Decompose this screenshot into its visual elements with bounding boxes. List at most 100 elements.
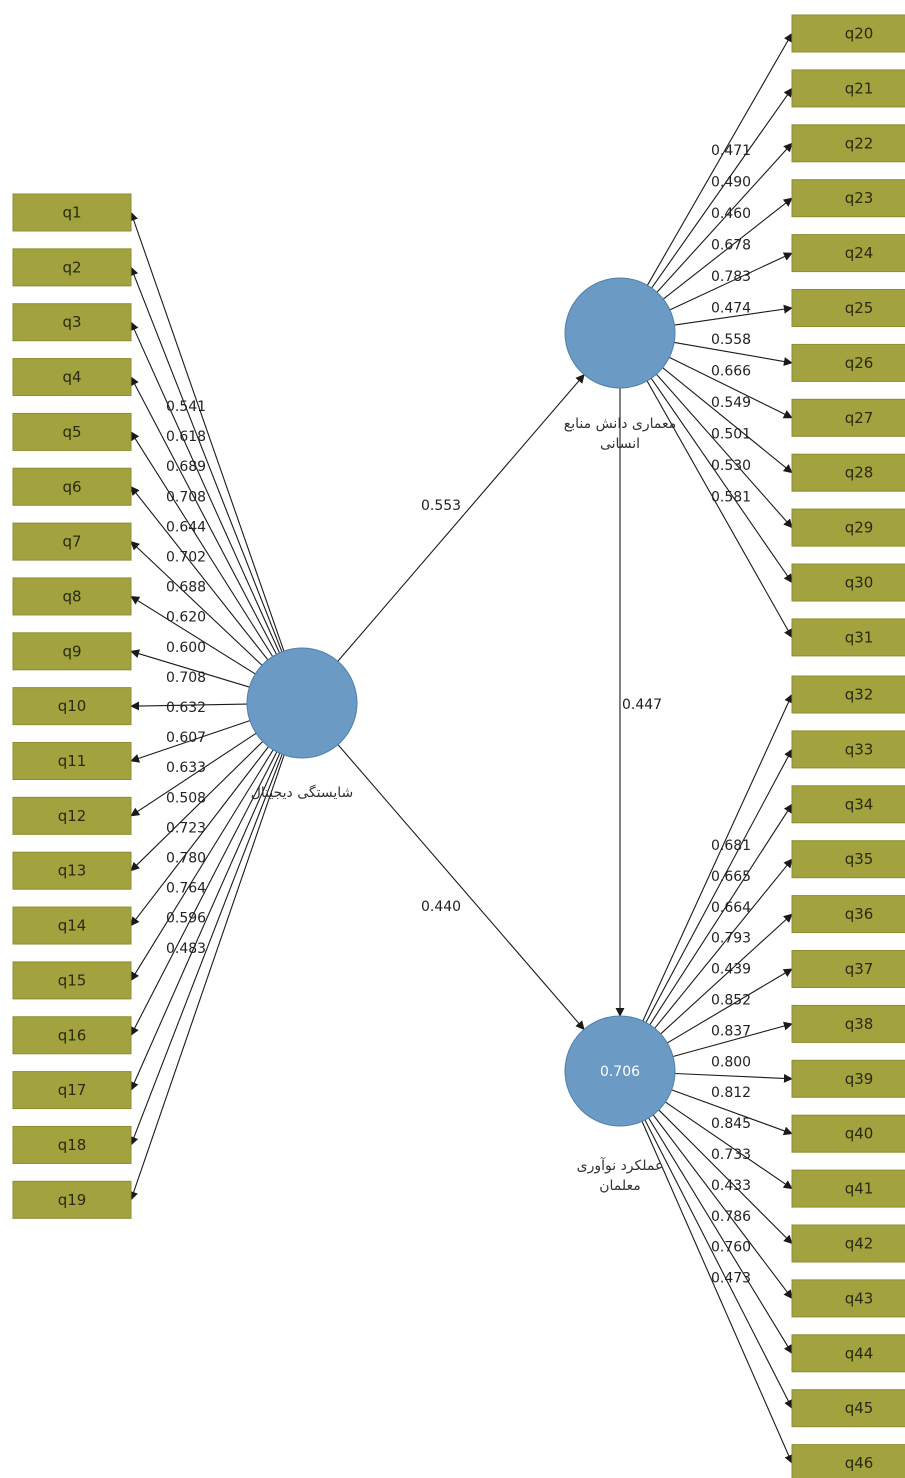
indicator-box-q22 xyxy=(791,124,905,163)
loading-arrow-q17 xyxy=(130,753,281,1091)
latent-label-tip-line1: عملکرد نوآوری xyxy=(577,1157,664,1174)
loading-arrow-q21 xyxy=(651,87,793,289)
loading-value-q20: 0.471 xyxy=(711,143,751,159)
indicator-label-q35: q35 xyxy=(845,850,874,868)
indicator-label-q5: q5 xyxy=(62,423,81,441)
loading-arrow-q8 xyxy=(130,595,256,675)
indicator-label-q29: q29 xyxy=(845,519,874,537)
loading-arrow-q20 xyxy=(646,32,793,286)
indicator-box-q5 xyxy=(12,412,132,451)
loading-value-q30: 0.530 xyxy=(711,458,751,474)
indicator-box-q26 xyxy=(791,343,905,382)
loading-value-q21: 0.490 xyxy=(711,175,751,191)
loading-arrow-q19 xyxy=(129,754,285,1201)
indicator-label-q36: q36 xyxy=(845,905,874,923)
loading-arrow-q7 xyxy=(130,540,263,666)
loading-arrow-q43 xyxy=(652,1114,793,1300)
loading-arrow-q39 xyxy=(674,1072,793,1083)
indicator-box-q38 xyxy=(791,1004,905,1043)
indicator-label-q11: q11 xyxy=(58,752,87,770)
indicator-box-q34 xyxy=(791,785,905,824)
indicator-box-q35 xyxy=(791,840,905,879)
loading-arrow-q44 xyxy=(648,1117,793,1355)
loading-value-q18: 0.596 xyxy=(166,911,206,927)
indicator-label-q12: q12 xyxy=(58,807,87,825)
loading-value-q17: 0.764 xyxy=(166,881,206,897)
indicator-label-q18: q18 xyxy=(58,1136,87,1154)
indicator-label-q38: q38 xyxy=(845,1015,874,1033)
indicator-box-q17 xyxy=(12,1071,132,1110)
loading-value-q3: 0.689 xyxy=(166,459,206,475)
loading-arrow-q11 xyxy=(130,720,251,763)
loading-arrow-q35 xyxy=(654,858,793,1029)
loading-value-q41: 0.845 xyxy=(711,1116,751,1132)
latent-circle-dc xyxy=(246,647,358,759)
loading-arrow-q9 xyxy=(130,649,250,688)
loading-arrow-q24 xyxy=(669,252,793,311)
loading-arrow-q27 xyxy=(669,356,793,419)
loading-value-q43: 0.433 xyxy=(711,1178,751,1194)
loading-arrow-q30 xyxy=(650,377,793,584)
loading-arrow-q10 xyxy=(130,701,248,711)
indicator-box-q4 xyxy=(12,358,132,397)
indicator-label-q21: q21 xyxy=(845,79,874,97)
indicator-label-q37: q37 xyxy=(845,960,874,978)
indicator-label-q42: q42 xyxy=(845,1235,874,1253)
indicator-label-q43: q43 xyxy=(845,1289,874,1307)
indicator-box-q8 xyxy=(12,577,132,616)
loading-arrow-q45 xyxy=(644,1119,793,1410)
loading-value-q8: 0.620 xyxy=(166,610,206,626)
loading-value-q37: 0.852 xyxy=(711,993,751,1009)
indicator-label-q31: q31 xyxy=(845,628,874,646)
indicator-box-q30 xyxy=(791,563,905,602)
loading-arrow-q13 xyxy=(130,741,264,872)
loading-arrow-q16 xyxy=(130,751,278,1037)
indicator-label-q44: q44 xyxy=(845,1344,874,1362)
indicator-box-q21 xyxy=(791,69,905,108)
loading-arrow-q37 xyxy=(667,968,793,1044)
indicator-box-q24 xyxy=(791,234,905,273)
loading-arrow-q1 xyxy=(129,211,285,652)
indicator-label-q15: q15 xyxy=(58,971,87,989)
loading-value-q14: 0.508 xyxy=(166,790,206,806)
loading-arrow-q22 xyxy=(656,142,793,293)
indicator-box-q44 xyxy=(791,1334,905,1373)
path-coef-dc-tip: 0.440 xyxy=(421,899,461,915)
loading-value-q22: 0.460 xyxy=(711,206,751,222)
indicator-box-q14 xyxy=(12,906,132,945)
indicator-label-q8: q8 xyxy=(62,587,81,605)
indicator-box-q11 xyxy=(12,742,132,780)
path-coef-hr-tip: 0.447 xyxy=(622,697,662,713)
indicator-box-q16 xyxy=(12,1016,132,1055)
indicator-label-q16: q16 xyxy=(58,1026,87,1044)
indicator-label-q32: q32 xyxy=(845,686,874,704)
indicator-label-q45: q45 xyxy=(845,1399,874,1417)
loading-value-q27: 0.666 xyxy=(711,364,751,380)
indicator-label-q39: q39 xyxy=(845,1070,874,1088)
latent-circle-hr xyxy=(564,277,676,389)
loading-arrow-q38 xyxy=(672,1021,793,1058)
loading-arrow-q23 xyxy=(662,197,793,300)
indicator-box-q40 xyxy=(791,1114,905,1153)
indicator-box-q19 xyxy=(12,1180,132,1219)
loading-value-q38: 0.837 xyxy=(711,1023,751,1039)
loading-arrow-q15 xyxy=(130,749,274,982)
r-squared-tip: 0.706 xyxy=(600,1064,640,1080)
indicator-label-q14: q14 xyxy=(58,917,87,935)
loading-value-q23: 0.678 xyxy=(711,238,751,254)
loading-value-q1: 0.541 xyxy=(166,399,206,415)
indicator-label-q27: q27 xyxy=(845,409,874,427)
loading-value-q31: 0.581 xyxy=(711,490,751,506)
loading-arrow-q14 xyxy=(130,746,269,927)
indicator-box-q10 xyxy=(12,687,132,726)
loading-arrow-q18 xyxy=(129,754,283,1146)
indicator-box-q23 xyxy=(791,179,905,218)
loading-value-q42: 0.733 xyxy=(711,1147,751,1163)
indicator-box-q6 xyxy=(12,467,132,506)
loading-arrow-q42 xyxy=(658,1109,793,1245)
indicator-label-q10: q10 xyxy=(58,697,87,715)
indicator-box-q15 xyxy=(12,961,132,1000)
latent-label-tip-line2: معلمان xyxy=(599,1178,641,1194)
path-arrow-dc-tip xyxy=(337,744,585,1031)
loading-value-q39: 0.800 xyxy=(711,1054,751,1070)
